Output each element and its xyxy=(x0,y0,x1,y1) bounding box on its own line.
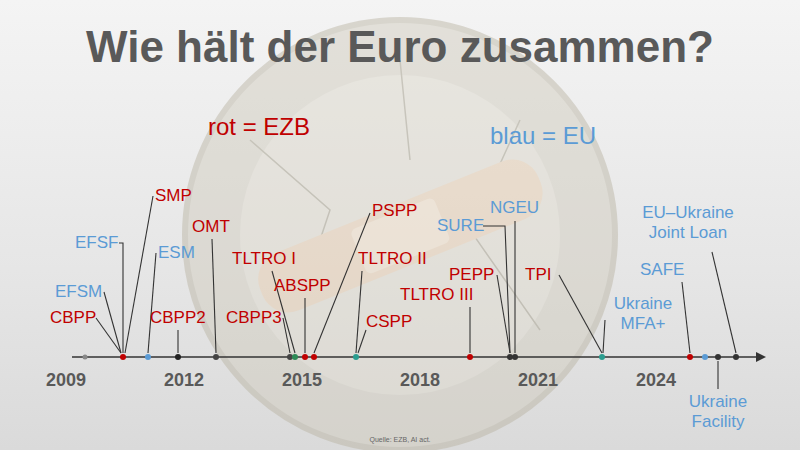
year-label: 2018 xyxy=(390,370,450,391)
program-label: CBPP3 xyxy=(226,308,282,328)
legend-note: rot = EZB xyxy=(208,113,310,141)
program-label: PEPP xyxy=(449,265,494,285)
title: Wie hält der Euro zusammen? xyxy=(0,22,800,72)
year-label: 2024 xyxy=(626,370,686,391)
timeline-dots xyxy=(83,354,740,360)
program-label: Ukraine MFA+ xyxy=(607,294,679,333)
timeline-axis xyxy=(72,352,766,362)
program-label: TLTRO II xyxy=(358,249,427,269)
year-label: 2012 xyxy=(154,370,214,391)
program-label: TPI xyxy=(525,265,551,285)
program-label: PSPP xyxy=(372,201,417,221)
program-label: ABSPP xyxy=(274,276,331,296)
program-label: SAFE xyxy=(640,260,684,280)
year-label: 2015 xyxy=(272,370,332,391)
program-label: EFSM xyxy=(55,282,102,302)
program-label: EU–Ukraine Joint Loan xyxy=(636,203,740,242)
program-label: TLTRO III xyxy=(400,285,473,305)
program-label: EFSF xyxy=(75,233,118,253)
legend-note: blau = EU xyxy=(490,122,596,150)
year-label: 2009 xyxy=(36,370,96,391)
coin-illustration xyxy=(185,20,615,450)
program-label: Ukraine Facility xyxy=(682,392,754,431)
year-label: 2021 xyxy=(508,370,568,391)
program-label: SURE xyxy=(437,216,484,236)
leader-lines xyxy=(96,196,736,389)
program-label: OMT xyxy=(192,217,230,237)
program-label: SMP xyxy=(155,186,192,206)
program-label: CBPP2 xyxy=(150,308,206,328)
program-label: ESM xyxy=(158,243,195,263)
program-label: CBPP xyxy=(50,308,96,328)
program-label: CSPP xyxy=(366,312,412,332)
caption: Quelle: EZB, AI act. xyxy=(0,436,800,443)
program-label: NGEU xyxy=(490,198,539,218)
program-label: TLTRO I xyxy=(232,249,296,269)
